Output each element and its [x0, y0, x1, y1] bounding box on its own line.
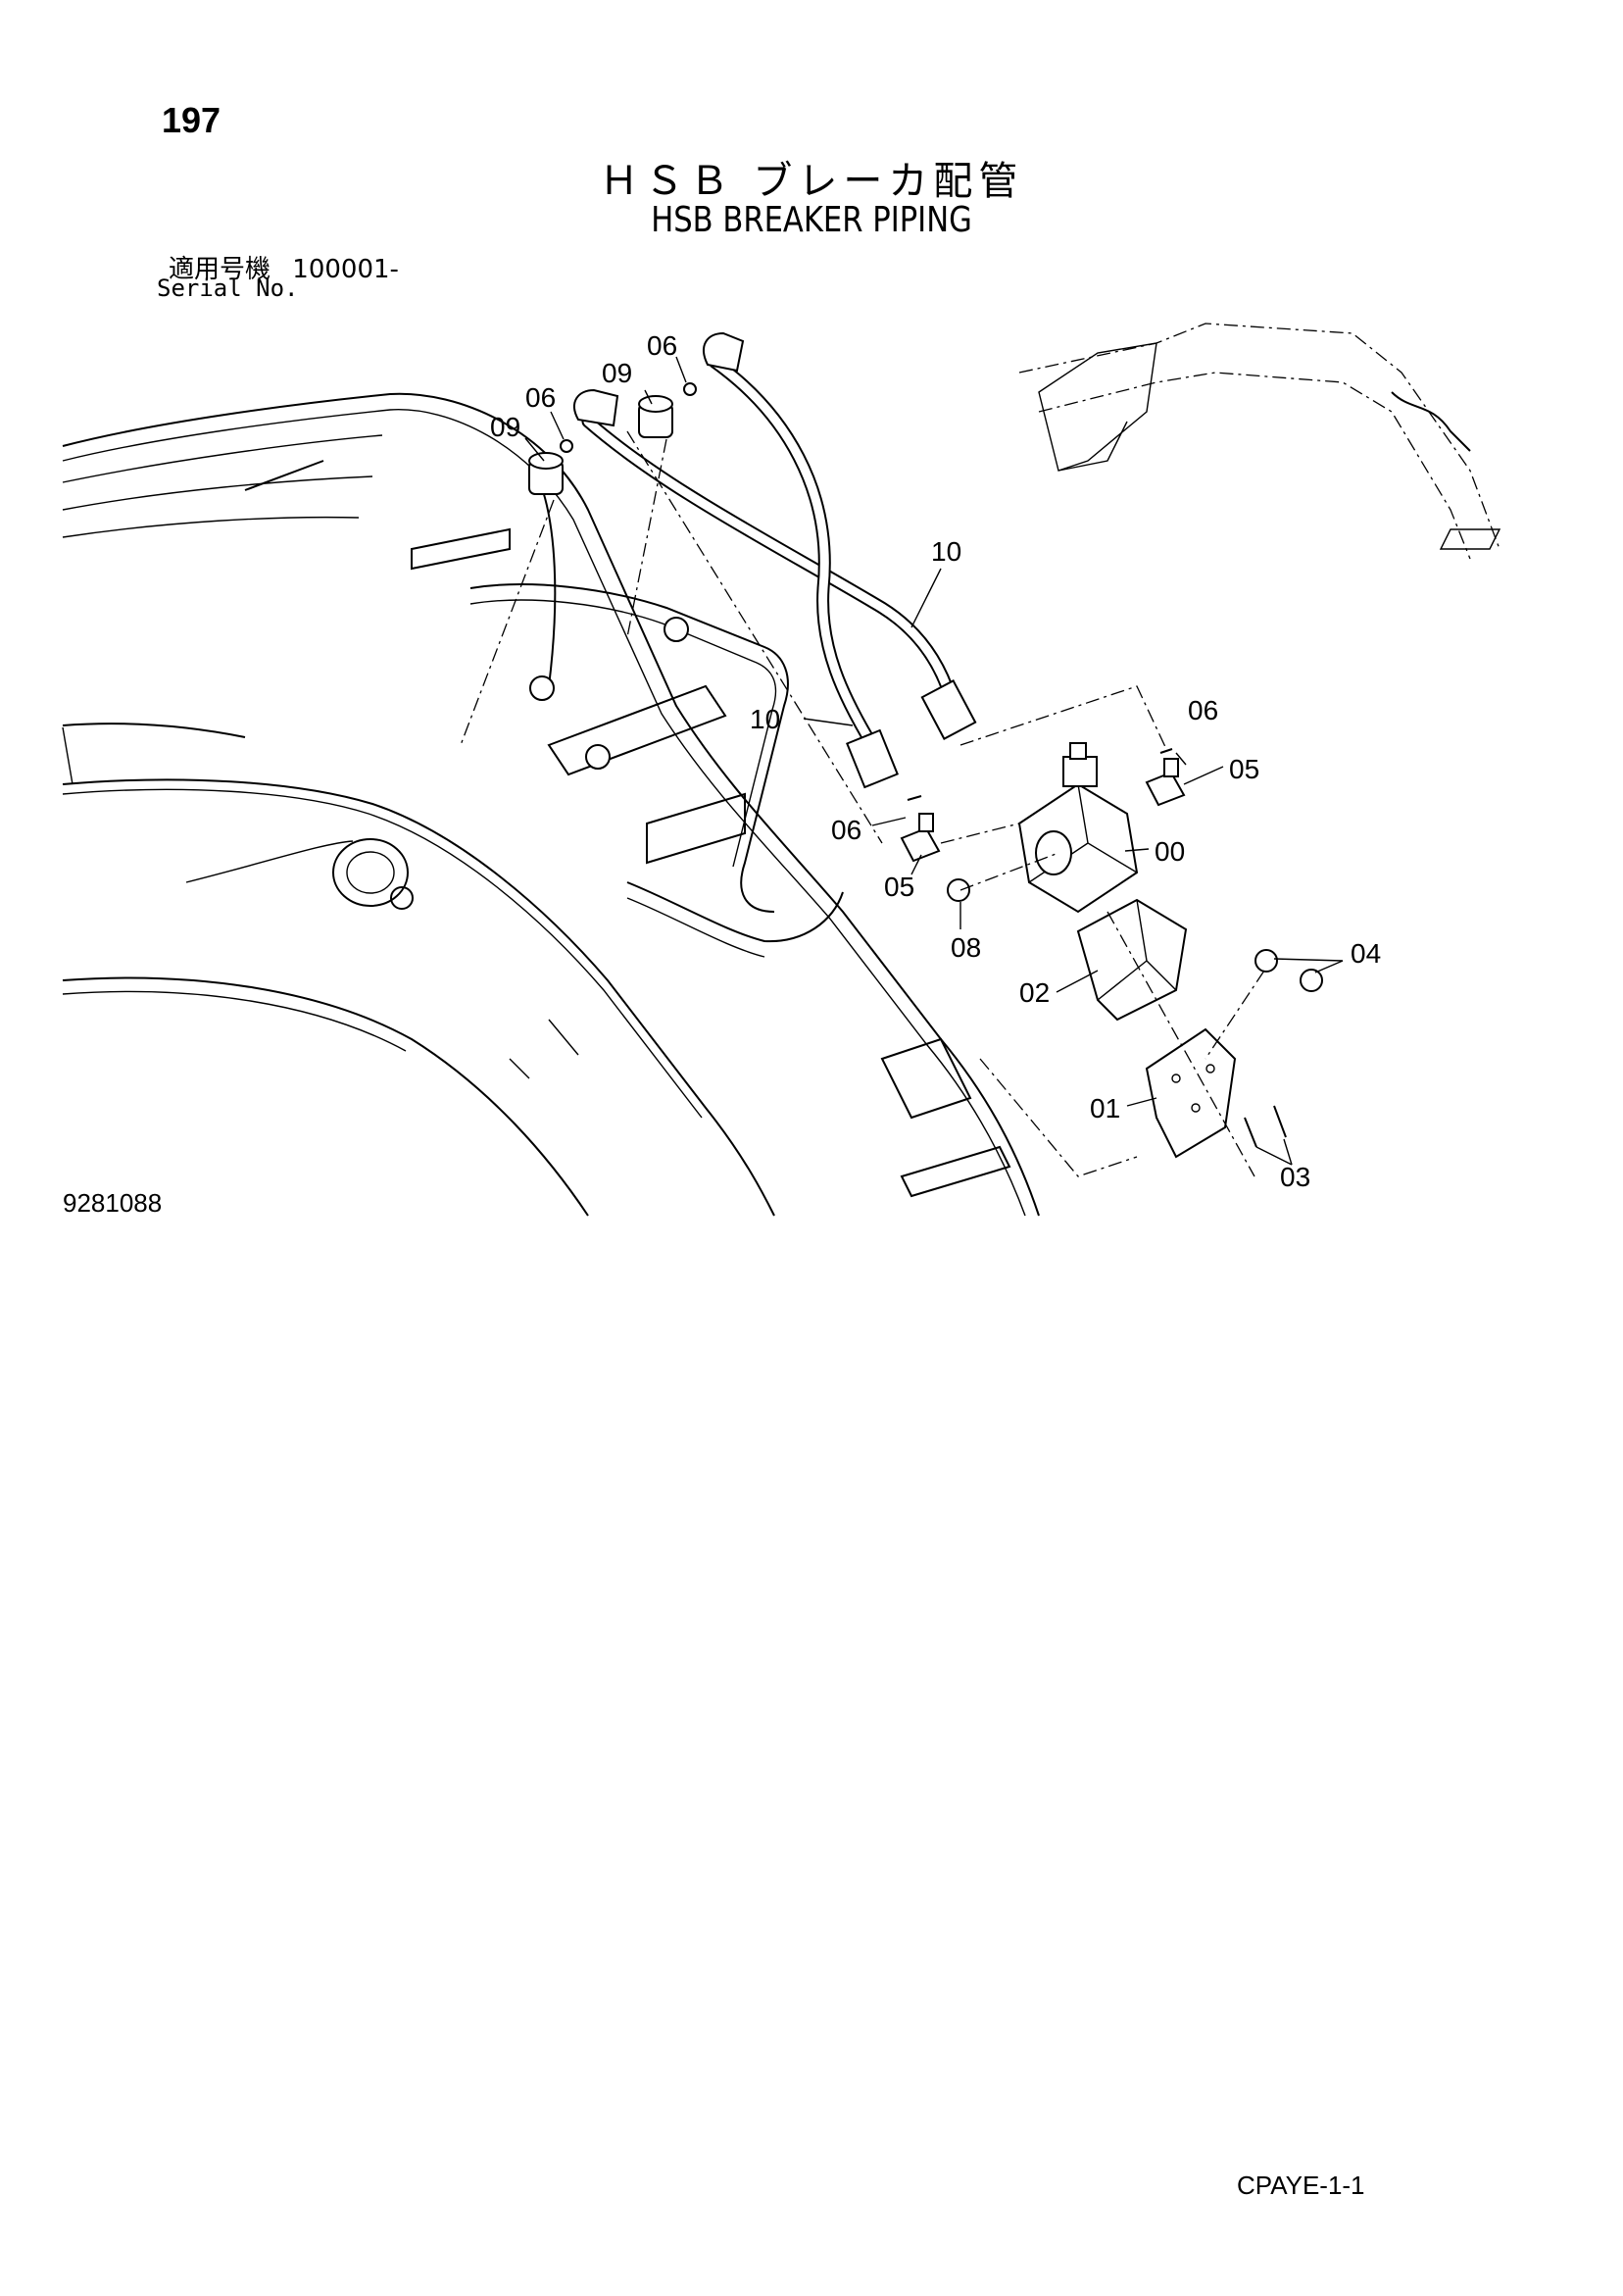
callout-03: 03	[1280, 1162, 1310, 1192]
hose-10-right	[709, 356, 899, 789]
callout-09-left: 09	[490, 412, 520, 442]
page-title-english: HSB BREAKER PIPING	[651, 200, 972, 240]
plug-09-right	[638, 395, 673, 438]
inset-machine-overview	[1018, 323, 1501, 560]
pipe-guard-frame	[244, 460, 1011, 1198]
nut-08	[947, 878, 970, 902]
bracket-02	[1076, 898, 1188, 1022]
o-ring-06-left	[560, 439, 573, 453]
callout-10-upper: 10	[931, 536, 961, 567]
leader-lines	[524, 356, 1344, 1166]
callout-04: 04	[1351, 938, 1381, 969]
boom-structure	[62, 392, 1040, 1217]
callout-06-lower-left: 06	[831, 815, 861, 845]
callout-05-lower-left: 05	[884, 872, 914, 902]
bolt-04-b	[1300, 969, 1323, 992]
o-ring-06-upper	[1159, 748, 1173, 754]
callout-08: 08	[951, 932, 981, 963]
hose-10-left	[581, 415, 977, 740]
bolts-03	[1244, 1105, 1287, 1148]
page-title-japanese: ＨＳＢ ブレーカ配管	[599, 159, 1024, 204]
adapter-05-left	[900, 813, 941, 863]
elbow-fittings	[573, 331, 745, 427]
bolt-04-a	[1254, 949, 1278, 973]
callout-02: 02	[1019, 977, 1050, 1008]
callout-09-right: 09	[602, 358, 632, 388]
serial-label-jp-text: 適用号機	[169, 255, 271, 284]
serial-value: 100001-	[292, 255, 399, 284]
callout-01: 01	[1090, 1093, 1120, 1123]
bracket-01	[1145, 1027, 1237, 1159]
o-ring-06-right	[683, 382, 697, 396]
assembly-center-lines	[460, 430, 1265, 1177]
callout-06-left: 06	[525, 382, 556, 413]
callout-06-top: 06	[647, 330, 677, 361]
valve-assembly-00	[1017, 742, 1139, 914]
adapter-05-right	[1145, 758, 1186, 807]
page-code: CPAYE-1-1	[1237, 2171, 1365, 2200]
plug-09-left	[528, 452, 564, 495]
callout-00: 00	[1155, 836, 1185, 867]
serial-label-english: Serial No.	[157, 275, 299, 302]
o-ring-06-lower	[907, 795, 922, 801]
page-number: 197	[162, 100, 221, 140]
callout-05-upper-right: 05	[1229, 754, 1259, 784]
serial-label-japanese: 適用号機 100001-	[169, 249, 399, 285]
drawing-number: 9281088	[63, 1188, 163, 1218]
callout-06-upper-right: 06	[1188, 695, 1218, 725]
parts-diagram: 09 06 09 06 10 10 06 05 06 05 00 08 02 0…	[62, 323, 1501, 1217]
callout-10-lower: 10	[750, 704, 780, 734]
